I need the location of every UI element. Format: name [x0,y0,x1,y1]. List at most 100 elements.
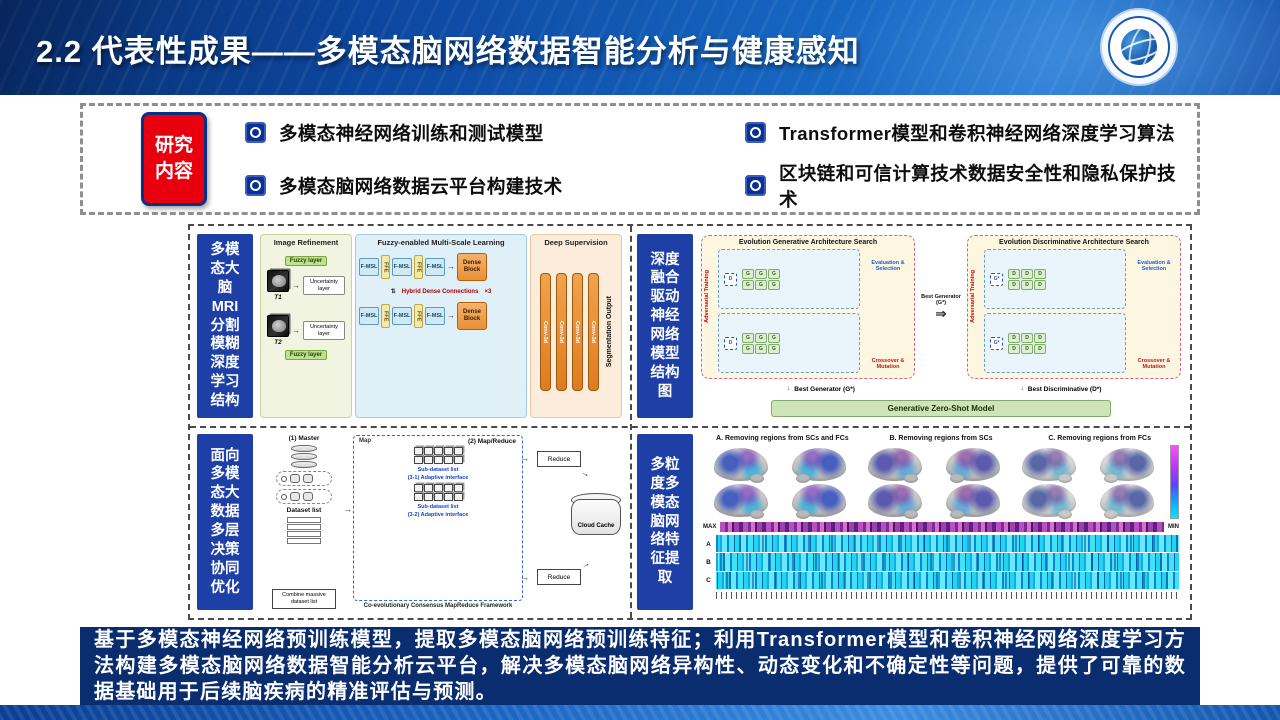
horizontal-divider [190,426,1190,428]
fuzzy-layer-box: Fuzzy layer [284,350,328,360]
column-title: B. Removing regions from SCs [889,435,993,442]
fmsl-block: F-MSL [392,258,412,276]
database-icon [291,445,317,468]
worker-node [276,489,332,504]
ffe-block: FFE [381,255,390,279]
research-item: 区块链和可信计算技术数据安全性和隐私保护技术 [733,160,1187,212]
quadrant-mri-segmentation: 多模 态大 脑 MRI 分割 模糊 深度 学习 结构 Image Refinem… [190,226,630,426]
brain-image [714,447,768,483]
feature-strip-row: MAX MIN [703,522,1179,532]
heatmap-row: A B C [703,535,1179,589]
fmsl-block: F-MSL [425,258,445,276]
header: 2.2 代表性成果——多模态脑网络数据智能分析与健康感知 [0,0,1280,95]
arrow-right-icon [292,282,300,290]
quadrant-label: 多模 态大 脑 MRI 分割 模糊 深度 学习 结构 [197,234,253,418]
research-grid: 多模态神经网络训练和测试模型 Transformer模型和卷积神经网络深度学习算… [233,106,1187,212]
fmsl-block: F-MSL [425,307,445,325]
panel-title: Deep Supervision [544,238,608,247]
panel-title: Fuzzy-enabled Multi-Scale Learning [377,238,505,247]
brain-image [1022,447,1076,483]
msl-row-top: F-MSL FFE F-MSL FFE F-MSL Dense Block [359,253,523,281]
footer-strip [0,705,1280,720]
mapreduce-column: (2) Map/Reduce Map Sub-dataset list (3-1… [353,435,523,609]
column-title: C. Removing regions from FCs [1048,435,1152,442]
master-column: (1) Master Dataset list Combine massive … [261,435,347,609]
best-generator-link: Best Generator (G*) [917,235,965,379]
dataset-list [287,517,321,544]
quadrant-label: 深度 融合 驱动 神经 网络 模型 结构 图 [637,234,693,418]
mri-volume-t2: T2 [267,315,289,346]
reduce-box: Reduce [537,569,581,585]
sub-dataset-label: Sub-dataset list [417,467,459,473]
box-title: Evolution Generative Architecture Search [738,239,878,246]
cloud-cache-icon: Cloud Cache [571,493,621,535]
bullet-dot [750,127,761,138]
ffe-block: FFE [381,304,390,328]
uncertainty-layer-box: Uncertainty layer [303,275,345,296]
brain-image [792,447,846,481]
conv-bar: Conv-3d [539,272,551,391]
mri-segmentation-diagram: Image Refinement Fuzzy layer T1 Uncertai… [259,233,623,419]
sub-dataset-cubes [413,484,463,501]
brain-image [868,483,922,519]
generative-search-box: Evolution Generative Architecture Search… [701,235,915,379]
map-label: Map [359,438,371,444]
arrow-right-icon [292,327,300,335]
dense-block: Dense Block [457,302,487,330]
research-item-label: 多模态神经网络训练和测试模型 [279,122,544,144]
mapreduce-diagram: (1) Master Dataset list Combine massive … [259,433,623,611]
heatmap-band [716,535,1179,553]
bullet-dot [250,127,261,138]
d-cell: D [724,336,737,350]
best-outputs-row: Best Generator (G*) Best Discriminative … [701,382,1181,397]
conv-bars: Conv-3d Conv-3d Conv-3d Conv-3d Segmenta… [534,249,618,414]
globe-icon [1121,29,1157,65]
image-refinement-panel: Image Refinement Fuzzy layer T1 Uncertai… [260,234,352,418]
times3-label: ×3 [484,288,492,295]
arrow-right-icon [447,263,455,271]
fmsl-block: F-MSL [392,307,412,325]
brain-group-a [703,447,857,519]
brain-image [792,483,846,517]
adversarial-training-label: Adversarial Training [970,270,976,323]
heatmap-axis-ticks [716,592,1179,599]
brain-group-b [857,447,1011,519]
multi-scale-learning-panel: Fuzzy-enabled Multi-Scale Learning F-MSL… [355,234,527,418]
cloud-cache-label: Cloud Cache [571,499,621,535]
mri-volume-t1: T1 [267,270,289,301]
t1-label: T1 [274,294,282,301]
t1-input-group: Fuzzy layer T1 Uncertainty layer [264,256,348,301]
quadrant-architecture-search: 深度 融合 驱动 神经 网络 模型 结构 图 Evolution Generat… [630,226,1190,426]
t2-label: T2 [274,339,282,346]
arrow-right-icon [343,505,352,514]
conv-bar: Conv-3d [587,272,599,391]
main-panels: 多模 态大 脑 MRI 分割 模糊 深度 学习 结构 Image Refinem… [188,224,1192,620]
bullet-dot [750,180,761,191]
conv-bar: Conv-3d [555,272,567,391]
sub-dataset-cubes [413,447,463,464]
arrow-right-icon [520,454,529,463]
box-title: Evolution Discriminative Architecture Se… [999,239,1149,246]
bullet-dot [250,180,261,191]
framework-caption: Co-evolutionary Consensus MapReduce Fram… [363,603,513,609]
deep-supervision-panel: Deep Supervision Conv-3d Conv-3d Conv-3d… [530,234,622,418]
brain-group-c [1011,447,1165,519]
zero-shot-model-box: Generative Zero-Shot Model [771,400,1111,417]
quadrant-brain-features: 多粒 度多 模态 脑网 络特 征提 取 A. Removing regions … [630,426,1190,618]
research-tab: 研究内容 [141,112,207,206]
heatmap-row-labels: A B C [706,540,711,584]
g-star-cell: G* [990,272,1003,286]
arrow-right-icon [447,312,455,320]
ffe-block: FFE [414,255,423,279]
arrow-up-down-icon [391,289,396,295]
architecture-search-diagram: Evolution Generative Architecture Search… [699,233,1183,419]
heatmap-band [716,571,1179,589]
arrow-right-icon [579,558,591,570]
